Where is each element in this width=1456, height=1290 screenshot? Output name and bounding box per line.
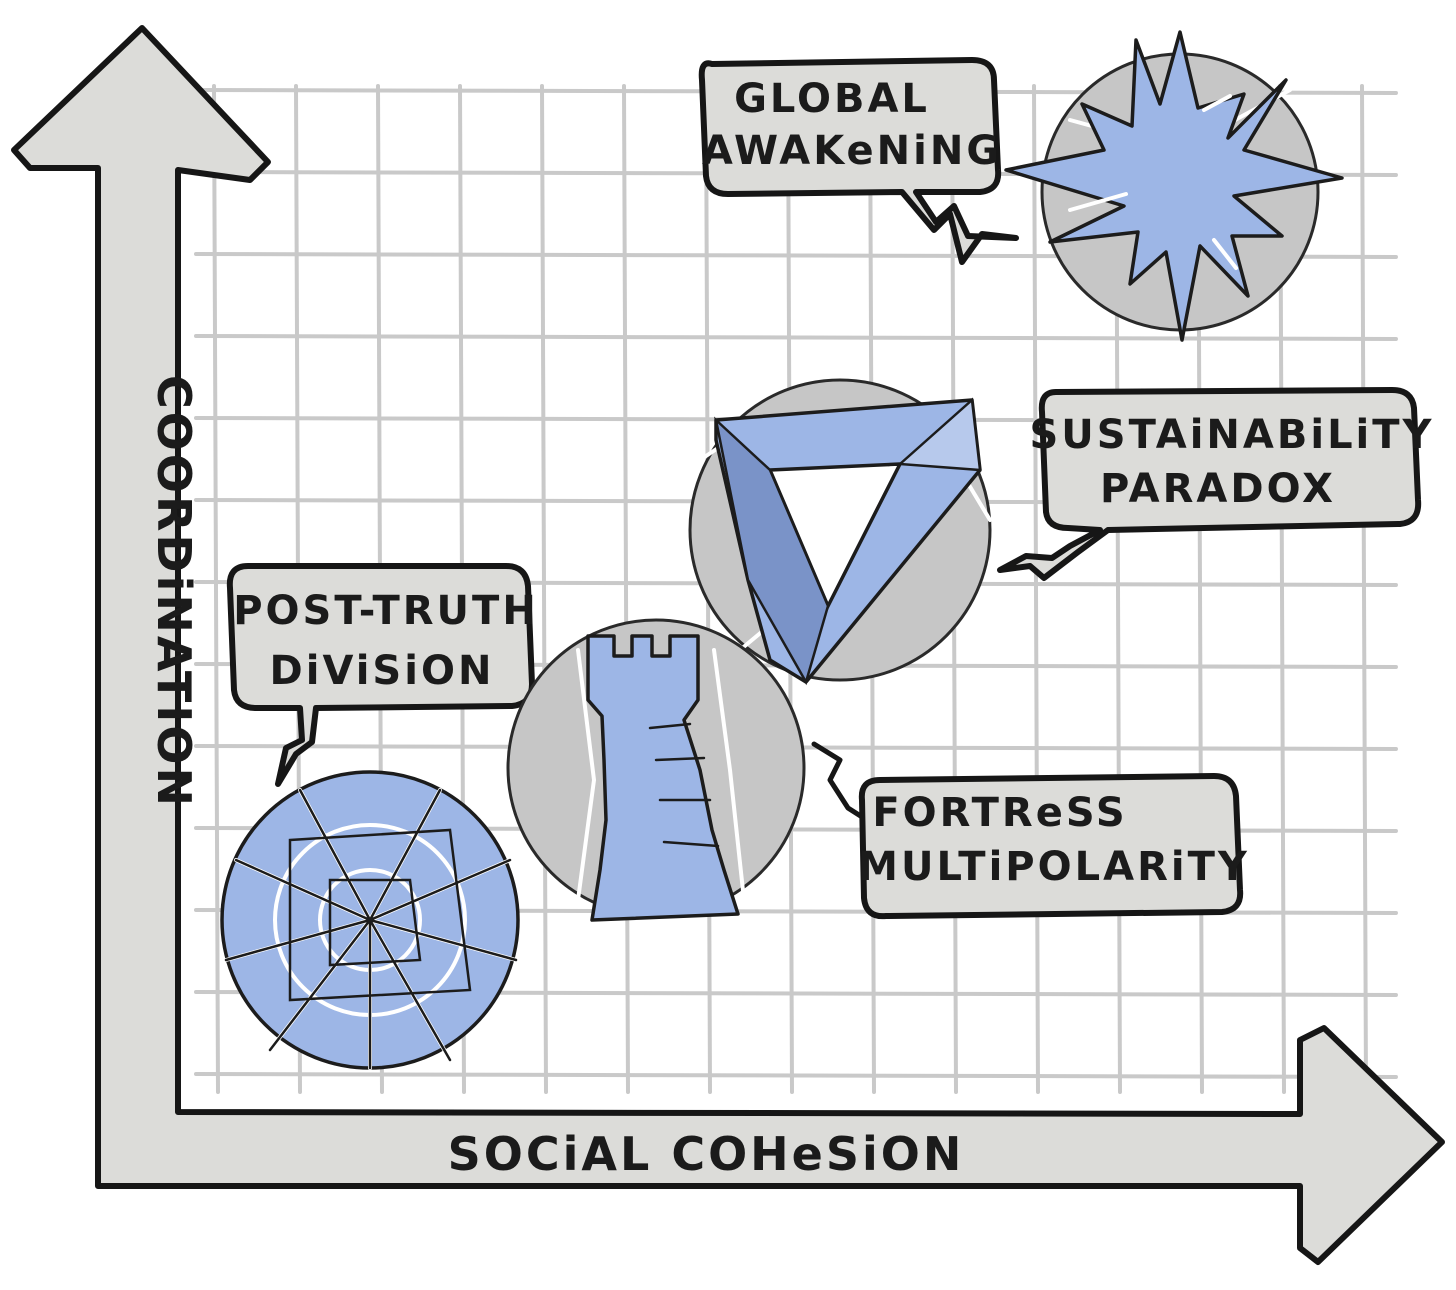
grid-line-horizontal <box>194 1072 1398 1079</box>
speech-bubble <box>698 57 1019 265</box>
grid-line-vertical <box>1360 84 1368 1094</box>
scenario-post-truth-division: POST-TRUTH DiViSiON <box>220 563 539 1070</box>
bubble-line-2: MULTiPOLARiTY <box>858 844 1250 890</box>
grid-line-vertical <box>622 84 630 1094</box>
scenario-fortress-multipolarity: FORTReSS MULTiPOLARiTY <box>506 618 1250 922</box>
bubble-line-1: POST-TRUTH <box>233 588 539 634</box>
impossible-triangle-icon <box>688 378 992 686</box>
bubble-line-2: DiViSiON <box>270 648 495 694</box>
speech-bubble <box>997 387 1422 581</box>
speech-bubble <box>858 773 1244 920</box>
bubble-tail <box>811 741 873 825</box>
grid-line-vertical <box>1032 84 1040 1094</box>
bubble-line-1: FORTReSS <box>872 790 1127 836</box>
scenario-sustainability-paradox: SUSTAiNABiLiTY PARADOX <box>688 378 1434 686</box>
speech-bubble <box>226 563 535 787</box>
starburst-icon <box>1004 30 1344 342</box>
shattered-disc-icon <box>220 770 520 1070</box>
rook-tower-icon <box>506 618 806 922</box>
y-axis-arrow <box>11 25 1445 1265</box>
bubble-line-1: SUSTAiNABiLiTY <box>1029 412 1434 458</box>
bubble-line-2: PARADOX <box>1100 466 1336 512</box>
bubble-line-2: AWAKeNiNG <box>702 128 1002 174</box>
grid-line-horizontal <box>194 334 1398 341</box>
axes: COORDiNATION SOCiAL COHeSiON <box>11 25 1445 1265</box>
scenario-global-awakening: GLOBAL AWAKeNiNG <box>698 30 1344 342</box>
y-axis-label: COORDiNATION <box>147 375 201 809</box>
grid-line-vertical <box>212 84 220 1094</box>
bubble-line-1: GLOBAL <box>734 76 930 122</box>
grid-line-vertical <box>540 84 548 1094</box>
x-axis-label: SOCiAL COHeSiON <box>448 1127 965 1181</box>
